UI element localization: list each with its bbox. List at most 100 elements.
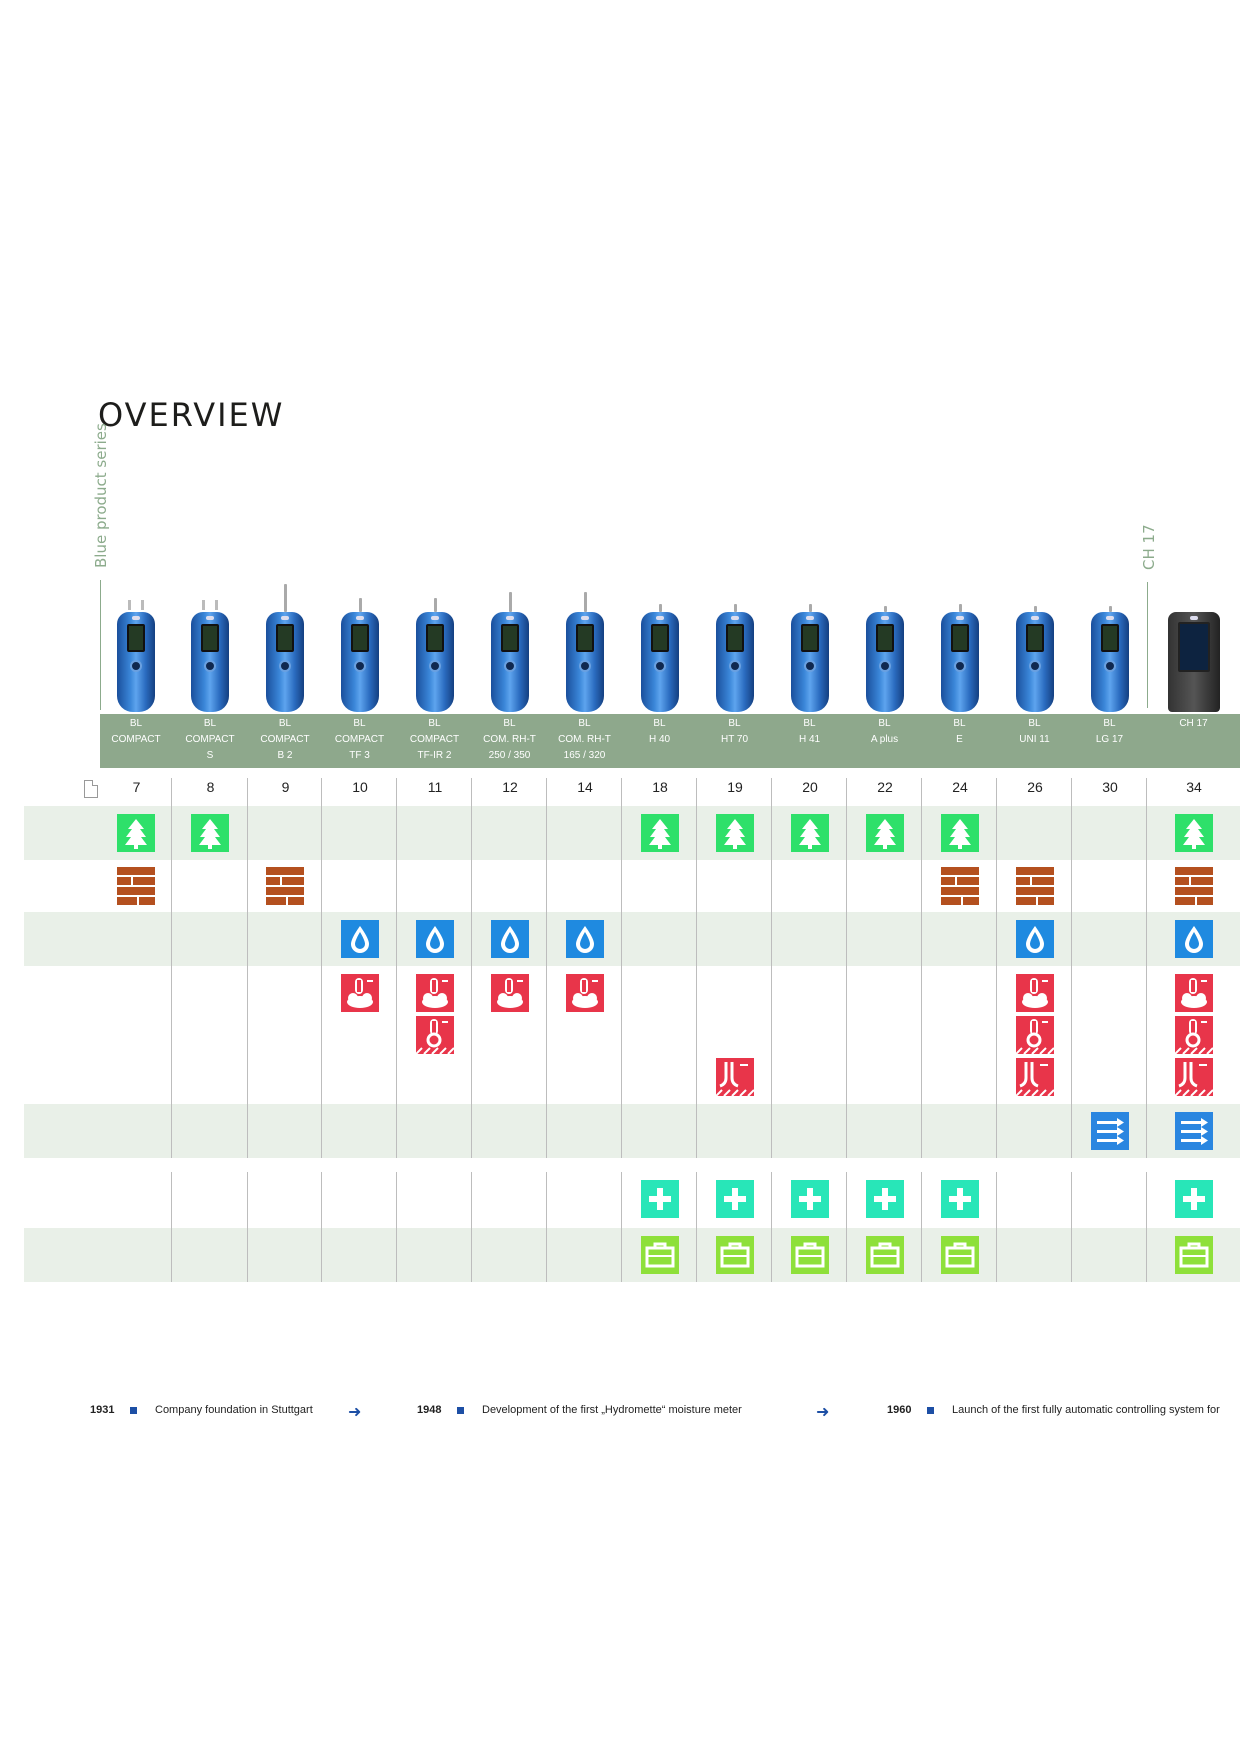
page-number: 22 xyxy=(877,779,893,795)
page-title: OVERVIEW xyxy=(98,396,285,434)
device-logo xyxy=(655,616,664,620)
probe xyxy=(658,604,662,612)
table-row xyxy=(24,1104,1240,1158)
device-knob xyxy=(653,660,666,672)
device-screen xyxy=(350,624,369,652)
device-logo xyxy=(880,616,889,620)
wood-icon xyxy=(640,814,679,852)
page-number: 30 xyxy=(1102,779,1118,795)
plus-icon xyxy=(1174,1180,1213,1218)
plus-icon xyxy=(790,1180,829,1218)
column-separator xyxy=(247,1172,248,1282)
device-knob xyxy=(204,660,216,672)
probe-pins xyxy=(199,600,221,610)
product-image xyxy=(640,600,679,712)
column-separator xyxy=(996,778,997,1158)
device-screen xyxy=(201,624,219,652)
product-image xyxy=(490,592,529,712)
product-name-line: COMPACT xyxy=(185,734,235,745)
product-image xyxy=(340,598,379,712)
product-name-line: COMPACT xyxy=(111,734,161,745)
air-climate-icon xyxy=(415,974,454,1012)
device-screen xyxy=(950,624,969,652)
device-knob xyxy=(953,660,966,672)
column-separator xyxy=(1071,1172,1072,1282)
column-separator xyxy=(921,778,922,1158)
building-material-icon xyxy=(117,867,155,905)
product-image xyxy=(1167,600,1220,712)
product-name-line: COM. RH-T xyxy=(558,734,611,745)
device-screen xyxy=(1100,624,1119,652)
device-knob xyxy=(503,660,516,672)
device-logo xyxy=(430,616,439,620)
case-icon xyxy=(790,1236,829,1274)
product-name-line: LG 17 xyxy=(1095,734,1124,745)
table-row xyxy=(24,1158,1240,1228)
building-material-icon xyxy=(1015,867,1054,905)
timeline-text: Company foundation in Stuttgart xyxy=(155,1404,313,1416)
contact-temperature-icon xyxy=(715,1058,754,1096)
product-name-line: BL xyxy=(953,718,966,729)
air-climate-icon xyxy=(1015,974,1054,1012)
product-image xyxy=(117,600,155,712)
product-image xyxy=(565,592,604,712)
timeline-year: 1960 xyxy=(887,1404,912,1416)
product-name-line: BL xyxy=(278,718,292,729)
ch-series-label: CH 17 xyxy=(1140,524,1158,570)
page-number: 11 xyxy=(427,779,443,795)
probe xyxy=(1108,606,1112,612)
device-logo xyxy=(1189,616,1198,620)
product-name-line: TF 3 xyxy=(349,750,370,761)
product-name-line: 250 / 350 xyxy=(488,750,531,761)
table-row xyxy=(24,966,1240,1104)
water-drop-icon xyxy=(340,920,379,958)
page-number: 20 xyxy=(802,779,818,795)
column-separator xyxy=(321,778,322,1158)
column-separator xyxy=(771,778,772,1158)
product-name-line: UNI 11 xyxy=(1019,734,1050,745)
wood-icon xyxy=(865,814,904,852)
plus-icon xyxy=(940,1180,979,1218)
product-image xyxy=(1015,600,1054,712)
page-number: 10 xyxy=(352,779,368,795)
product-name-line: HT 70 xyxy=(720,734,749,745)
column-separator xyxy=(171,1172,172,1282)
device-screen xyxy=(500,624,519,652)
column-separator xyxy=(921,1172,922,1282)
probe-pins xyxy=(125,600,147,610)
product-name-line: BL xyxy=(803,718,816,729)
page-number: 26 xyxy=(1027,779,1043,795)
water-drop-icon xyxy=(490,920,529,958)
timeline-text: Launch of the first fully automatic cont… xyxy=(952,1404,1220,1416)
case-icon xyxy=(940,1236,979,1274)
probe xyxy=(733,604,737,612)
probe xyxy=(808,604,812,612)
wood-icon xyxy=(940,814,979,852)
arrow-right-icon: ➜ xyxy=(348,1404,362,1421)
page-number: 7 xyxy=(132,779,141,795)
device-logo xyxy=(206,616,214,620)
product-name-line: B 2 xyxy=(277,750,293,761)
column-separator xyxy=(546,1172,547,1282)
case-icon xyxy=(865,1236,904,1274)
probe xyxy=(583,592,587,612)
wood-icon xyxy=(790,814,829,852)
table-row xyxy=(24,860,1240,912)
arrow-right-icon: ➜ xyxy=(816,1404,830,1421)
wood-icon xyxy=(117,814,155,852)
product-name-cell: CH 17 xyxy=(1147,714,1240,768)
probe xyxy=(358,598,362,612)
product-name-line: BL xyxy=(428,718,441,729)
product-name-line: COMPACT xyxy=(334,734,385,745)
product-name-line: H 40 xyxy=(648,734,671,745)
water-drop-icon xyxy=(415,920,454,958)
device-knob xyxy=(130,660,142,672)
water-drop-icon xyxy=(1174,920,1213,958)
device-screen xyxy=(1177,622,1210,672)
product-name-line: A plus xyxy=(870,734,899,745)
